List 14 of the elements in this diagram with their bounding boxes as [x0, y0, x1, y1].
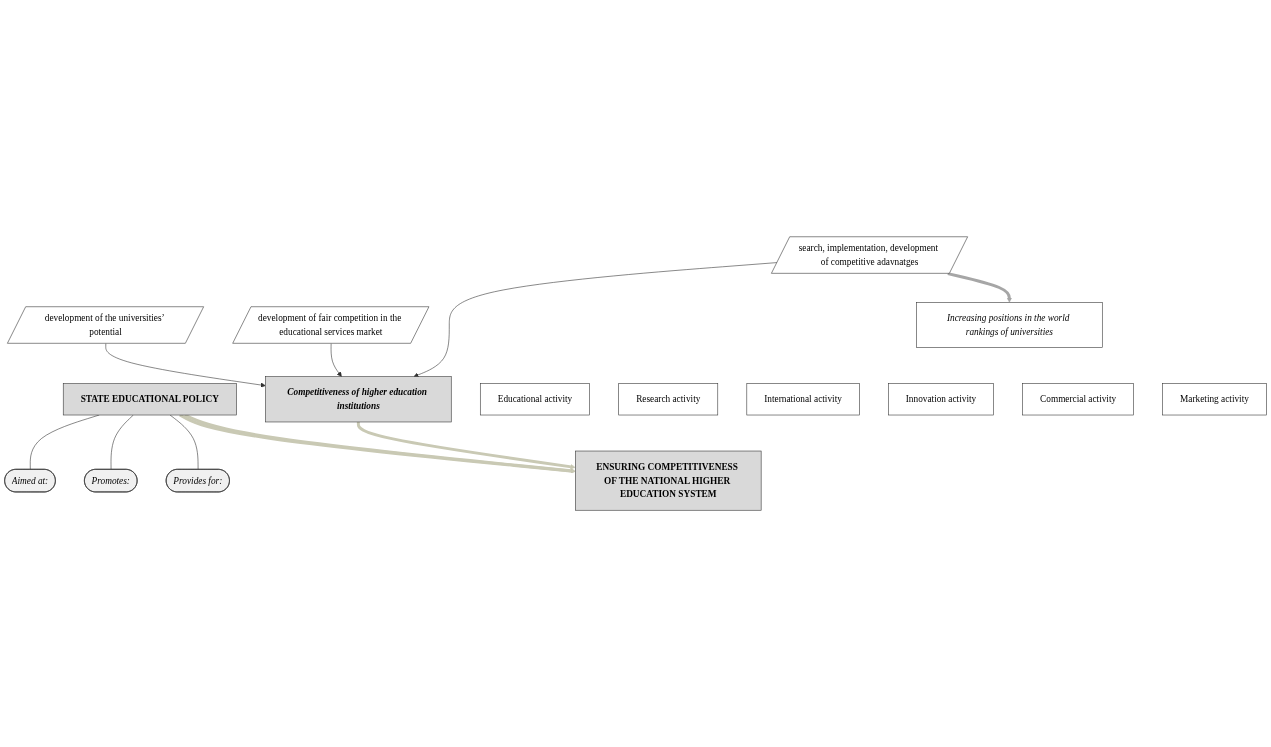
connector: [110, 414, 134, 470]
node-box: Commercial activity: [1022, 383, 1134, 416]
node-box: ENSURING COMPETITIVENESS OF THE NATIONAL HIGHER EDUCATION SYSTEM: [575, 450, 762, 511]
arrow: [356, 421, 576, 470]
node-box: Increasing positions in the world rankings of universities: [916, 302, 1103, 348]
arrow: [947, 272, 1012, 303]
node-box: Marketing activity: [1162, 383, 1267, 416]
node-box: STATE EDUCATIONAL POLICY: [62, 383, 237, 416]
node-box: Research activity: [618, 383, 719, 416]
node-box: Innovation activity: [888, 383, 994, 416]
connector: [169, 414, 199, 470]
node-box: Educational activity: [480, 383, 590, 416]
node-box: International activity: [746, 383, 860, 416]
node-box: Competitiveness of higher education institutions: [265, 376, 452, 423]
